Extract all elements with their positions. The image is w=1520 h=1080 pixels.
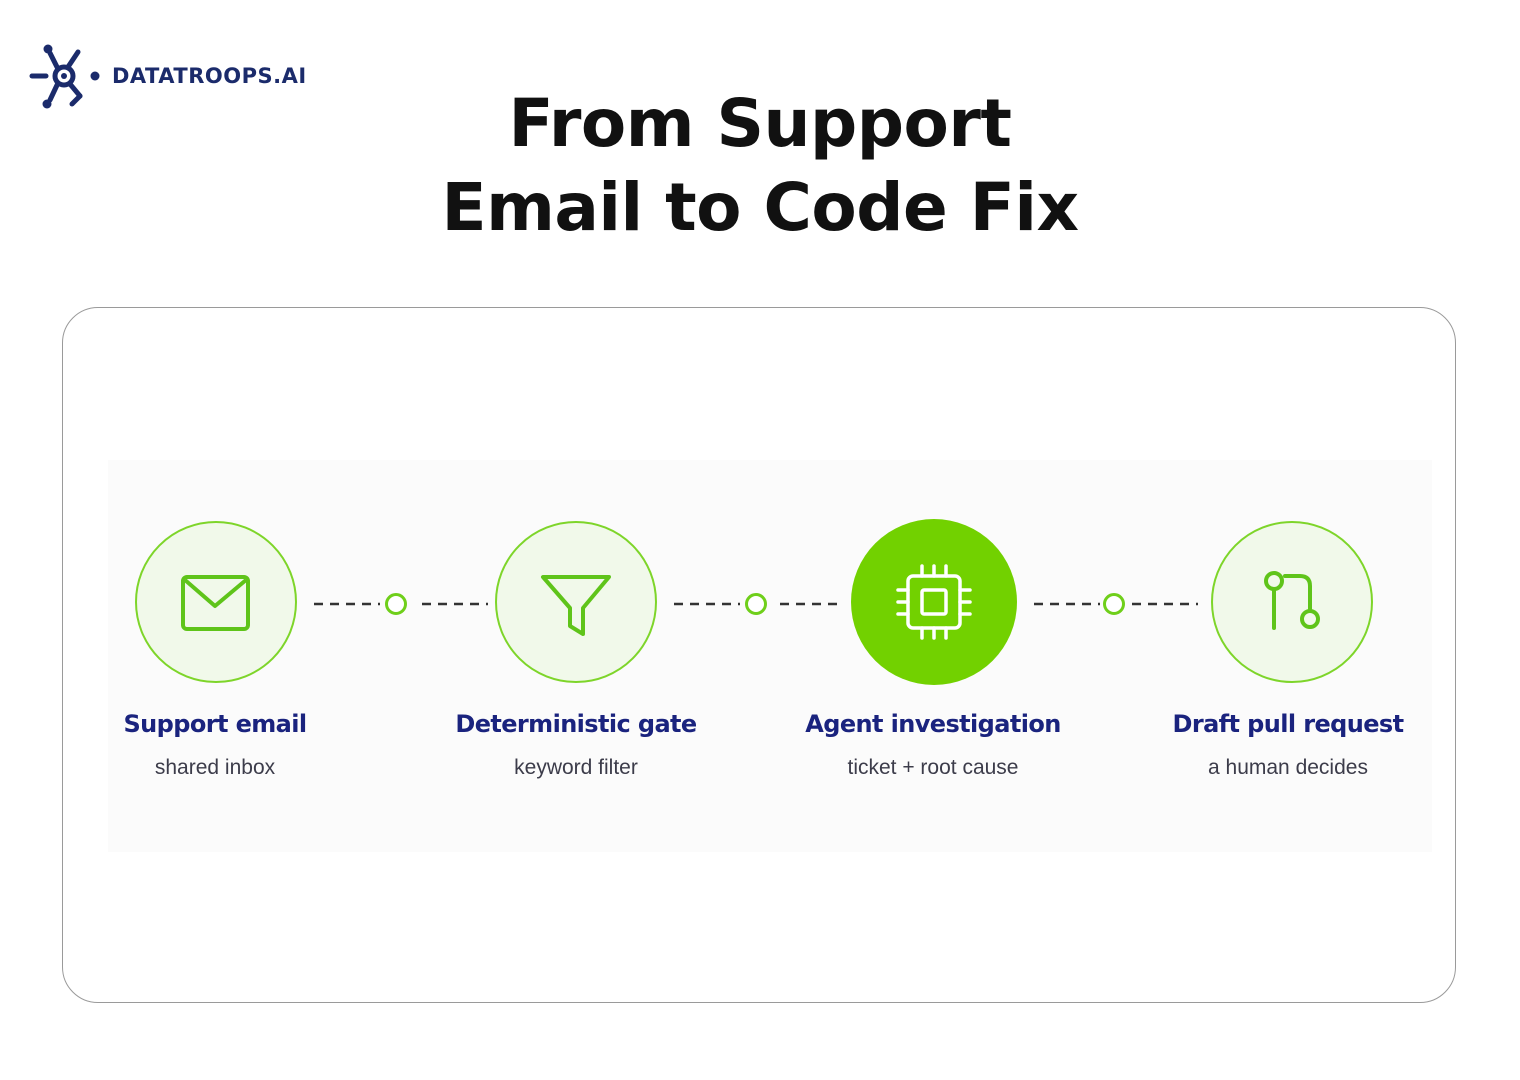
connector-1 xyxy=(314,593,488,615)
title-line-1: From Support xyxy=(508,85,1012,162)
step-1-sublabel: shared inbox xyxy=(154,756,276,779)
step-2-label: Deterministic gate xyxy=(455,710,697,738)
step-4-label: Draft pull request xyxy=(1172,710,1405,738)
title-line-2: Email to Code Fix xyxy=(441,169,1079,246)
network-hub-icon xyxy=(29,44,100,109)
chip-icon xyxy=(896,564,972,640)
step-1-node xyxy=(135,521,297,683)
step-4-sublabel: a human decides xyxy=(1208,756,1368,779)
step-2-sublabel: keyword filter xyxy=(514,756,638,779)
brand-name: DATATROOPS.AI xyxy=(112,64,307,88)
pull-request-icon xyxy=(1264,571,1320,630)
step-3-label: Agent investigation xyxy=(805,710,1061,738)
brand-logo: DATATROOPS.AI xyxy=(28,42,307,110)
filter-icon xyxy=(541,575,611,636)
flow-panel xyxy=(108,460,1432,852)
connector-2 xyxy=(674,593,844,615)
mail-icon xyxy=(181,575,250,631)
connector-3 xyxy=(1034,593,1198,615)
step-3-node xyxy=(851,519,1017,685)
page-title: From Support Email to Code Fix xyxy=(0,82,1520,250)
step-2-node xyxy=(495,521,657,683)
step-3-sublabel: ticket + root cause xyxy=(847,756,1019,779)
step-1-label: Support email xyxy=(123,710,307,738)
step-4-node xyxy=(1211,521,1373,683)
